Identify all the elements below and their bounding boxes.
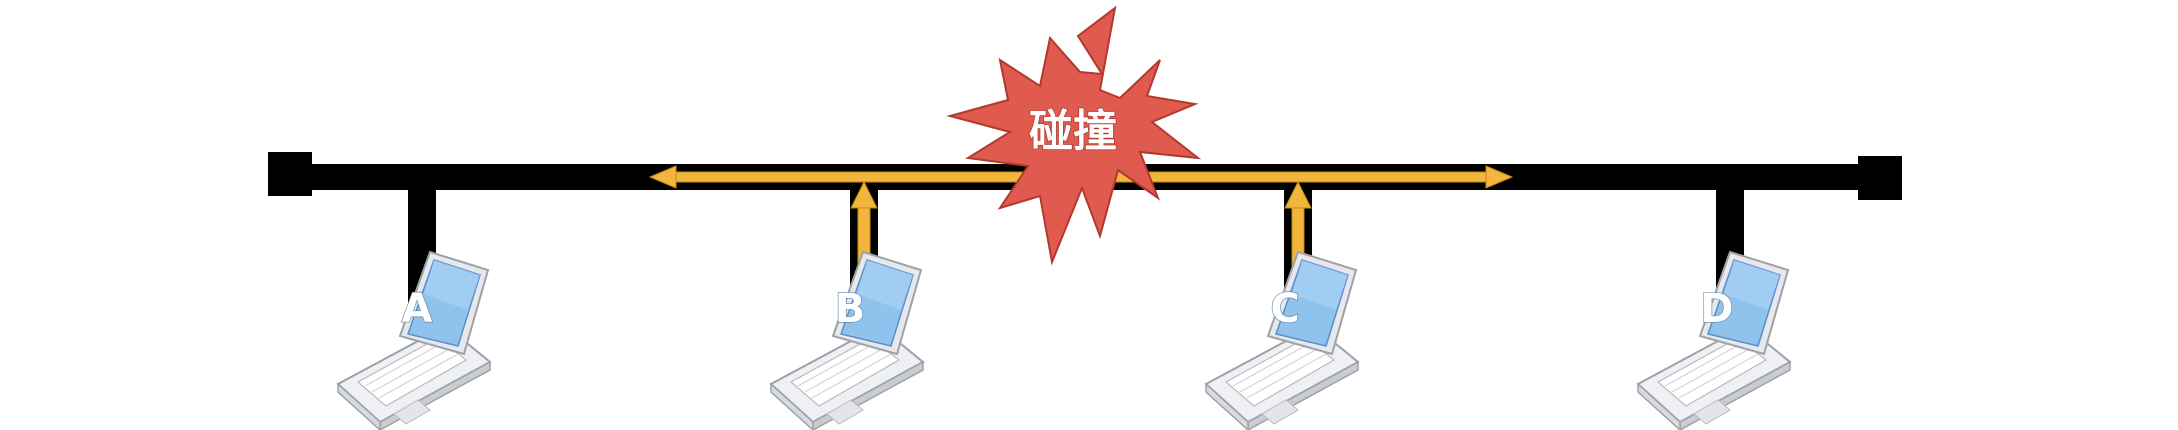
- node-b: B: [770, 251, 924, 430]
- node-a-label: A: [402, 286, 433, 332]
- laptop-icon: [1205, 251, 1359, 430]
- drop-cables: [408, 186, 1744, 326]
- collision-burst: 碰撞: [946, 5, 1202, 266]
- node-d-label: D: [1700, 286, 1733, 332]
- node-c: C: [1205, 251, 1359, 430]
- bus-terminator-right: [1858, 156, 1902, 200]
- node-d: D: [1637, 251, 1791, 430]
- node-a: A: [337, 251, 491, 430]
- collision-star-icon: [946, 5, 1202, 266]
- laptop-icon: [770, 251, 924, 430]
- collision-label: 碰撞: [1029, 106, 1117, 157]
- node-b-label: B: [835, 286, 866, 332]
- node-c-label: C: [1270, 286, 1299, 332]
- laptop-icon: [1637, 251, 1791, 430]
- bus-terminator-left: [268, 152, 312, 196]
